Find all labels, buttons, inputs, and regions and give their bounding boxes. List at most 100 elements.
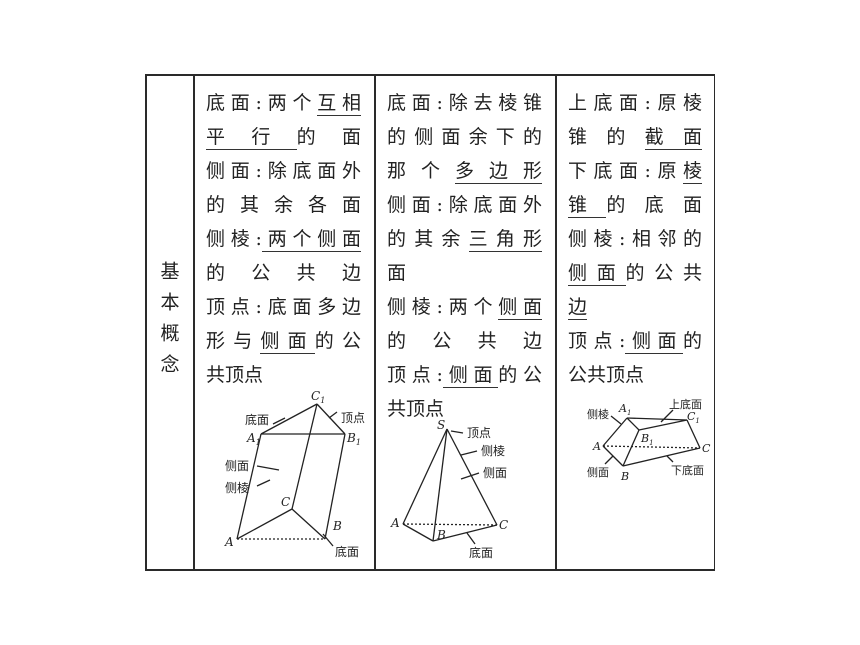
underlined-term: 截面 [644,126,702,150]
text-segment: 的底面 [606,194,702,216]
text-segment: 面 [387,262,407,284]
prism-label-C1: C1 [311,389,325,405]
definition-line: 底面:除去棱锥 [387,86,542,120]
underlined-term: 侧面 [442,364,499,388]
text-segment: 共顶点 [387,398,445,420]
pyramid-label-B: B [436,528,446,542]
prism-label-lateral-edge: 侧棱 [225,480,249,495]
definition-line: 锥的截面 [568,120,702,154]
prism-definition-text: 底面:两个互相平行的面侧面:除底面外的其余各面侧棱:两个侧面的公共边顶点:底面多… [206,86,361,392]
text-segment: 侧面:除底面外 [206,160,361,182]
text-segment: 侧棱:相邻的 [568,228,702,250]
prism-figure: 底面 C1 顶点 A1 B1 侧面 侧棱 C B A 底面 [224,389,365,559]
pyramid-definition-text: 底面:除去棱锥的侧面余下的那个多边形侧面:除底面外的其余三角形面侧棱:两个侧面的… [387,86,542,426]
text-segment: 的其余 [387,228,469,250]
text-segment: 顶点:底面多边 [206,296,361,318]
text-segment: 侧棱: [206,228,262,250]
concept-table: 基本概念 底面:两个互相平行的面侧面:除底面外的其余各面侧棱:两个侧面的公共边顶… [145,74,715,571]
text-segment: 的公共 [625,262,703,284]
text-segment: 公共顶点 [568,364,645,386]
prism-label-A: A [224,535,234,549]
definition-line: 锥的底面 [568,188,702,222]
prism-label-base-top: 底面 [245,412,269,427]
frustum-figure: 侧棱 A1 上底面 C1 B1 A C 侧面 B 下底面 [587,397,711,483]
text-segment: 那个 [387,160,455,182]
text-segment: 的公共边 [206,262,361,284]
text-segment: 侧棱:两个 [387,296,499,318]
definition-line: 的公共边 [387,324,542,358]
text-segment: 下底面:原 [568,160,683,182]
text-segment: 的公 [498,364,542,386]
definition-line: 那个多边形 [387,154,542,188]
underlined-term: 侧面 [260,330,315,354]
definition-line: 面 [387,256,542,290]
text-segment: 的面 [296,126,361,148]
column-divider [555,74,557,571]
text-segment: 底面:两个 [206,92,318,114]
definition-line: 共顶点 [206,358,361,392]
text-segment: 顶点: [568,330,626,352]
underlined-term: 侧面 [625,330,683,354]
pyramid-label-side-face: 侧面 [483,466,507,480]
frustum-label-A1: A1 [618,402,631,417]
row-label-cell: 基本概念 [145,74,193,571]
prism-label-B: B [332,519,342,533]
underlined-term: 两个侧面 [261,228,361,252]
frustum-label-B1: B1 [640,432,654,447]
row-label: 基本概念 [157,260,180,385]
underlined-term: 侧面 [498,296,542,320]
column-divider [374,74,376,571]
text-segment: 形与 [206,330,261,352]
pyramid-label-lateral-edge: 侧棱 [481,443,505,458]
prism-label-C: C [281,495,290,509]
frustum-label-B: B [620,470,629,483]
text-segment: 顶点: [387,364,443,386]
pyramid-label-base: 底面 [469,545,493,560]
text-segment: 底面:除去棱锥 [387,92,542,114]
prism-label-side-face: 侧面 [225,459,249,473]
text-segment: 的 [682,330,702,352]
text-segment: 的公 [314,330,361,352]
underlined-term: 棱 [682,160,702,184]
underlined-term: 互相 [317,92,361,116]
text-segment: 的其余各面 [206,194,361,216]
text-segment: 侧面:除底面外 [387,194,542,216]
frustum-label-upper-base: 上底面 [669,397,702,411]
definition-line: 上底面:原棱 [568,86,702,120]
pyramid-figure: S 顶点 侧棱 侧面 A C B 底面 [390,418,508,560]
frustum-label-C1: C1 [687,410,700,425]
underlined-term: 边 [568,296,588,320]
text-segment: 锥的 [568,126,645,148]
definition-line: 下底面:原棱 [568,154,702,188]
definition-line: 侧棱:相邻的 [568,222,702,256]
table-bottom-border [145,569,715,571]
definition-line: 侧面的公共 [568,256,702,290]
column-divider [193,74,195,571]
definition-line: 的其余各面 [206,188,361,222]
frustum-definition-text: 上底面:原棱锥的截面下底面:原棱锥的底面侧棱:相邻的侧面的公共边顶点:侧面的公共… [568,86,702,392]
definition-line: 的公共边 [206,256,361,290]
definition-line: 底面:两个互相 [206,86,361,120]
underlined-term: 多边形 [455,160,542,184]
prism-label-vertex: 顶点 [341,411,365,425]
frustum-label-C: C [702,442,711,455]
table-left-border [145,74,147,571]
definition-line: 侧面:除底面外 [206,154,361,188]
definition-line: 顶点:底面多边 [206,290,361,324]
underlined-term: 锥 [568,194,607,218]
frustum-label-A: A [592,440,601,453]
pyramid-label-vertex: 顶点 [467,426,491,440]
underlined-term: 侧面 [568,262,626,286]
prism-label-A1: A1 [246,431,261,447]
frustum-label-side-face: 侧面 [587,466,609,479]
prism-label-B1: B1 [346,431,361,447]
text-segment: 的公共边 [387,330,542,352]
definition-line: 公共顶点 [568,358,702,392]
definition-line: 共顶点 [387,392,542,426]
prism-label-base-bottom: 底面 [335,544,359,559]
definition-line: 的侧面余下的 [387,120,542,154]
definition-line: 边 [568,290,702,324]
definition-line: 侧棱:两个侧面 [387,290,542,324]
text-segment: 共顶点 [206,364,264,386]
text-segment: 上底面:原棱 [568,92,702,114]
